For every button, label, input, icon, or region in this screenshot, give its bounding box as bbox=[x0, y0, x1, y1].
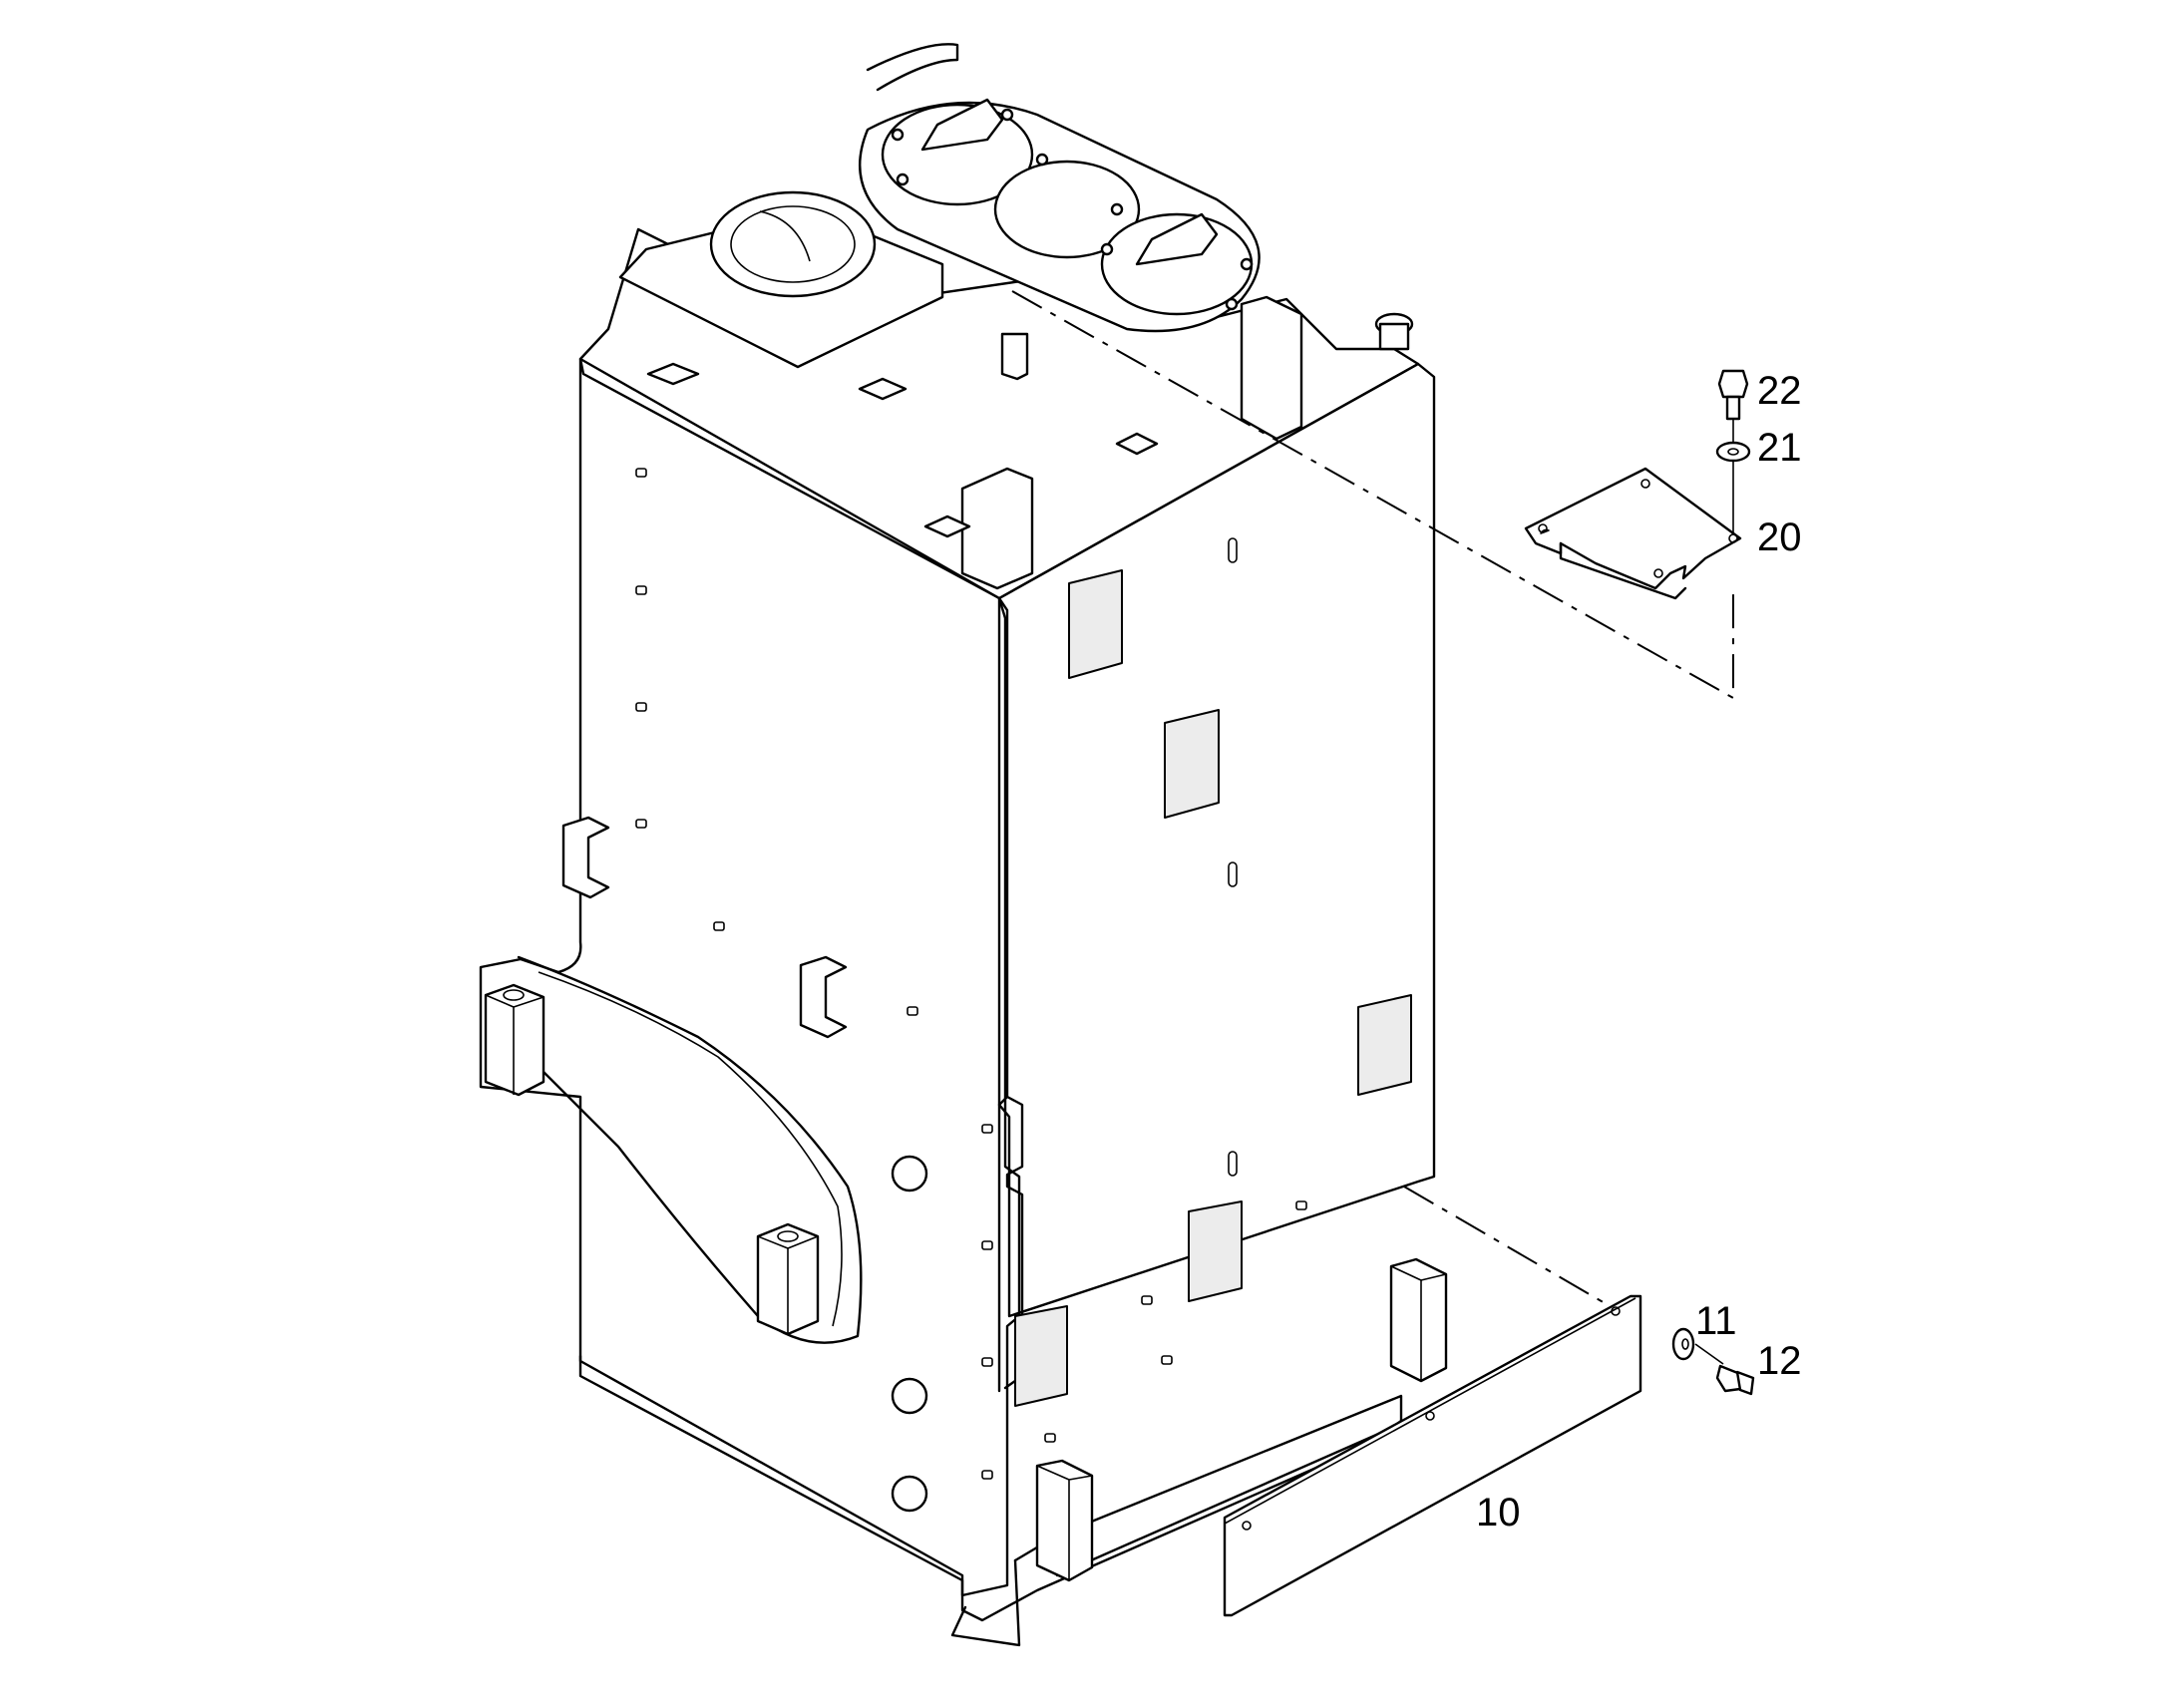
callout-20: 20 bbox=[1757, 515, 1802, 559]
callout-22: 22 bbox=[1757, 369, 1802, 413]
part-20-bracket bbox=[1524, 407, 1742, 600]
callout-10: 10 bbox=[1476, 1491, 1521, 1535]
leader-lines bbox=[1011, 290, 1734, 1315]
drain-plugs bbox=[891, 1155, 928, 1513]
callout-labels: 22 21 20 11 12 10 bbox=[1476, 369, 1802, 1535]
callout-21: 21 bbox=[1757, 426, 1802, 470]
mounting-pads bbox=[1014, 569, 1412, 1407]
part-11-washer bbox=[1671, 1327, 1695, 1361]
callout-12: 12 bbox=[1757, 1339, 1802, 1383]
part-12-bolt bbox=[1694, 1343, 1755, 1396]
tank-assembly bbox=[479, 227, 1448, 1647]
tank-left-face bbox=[479, 357, 1021, 1597]
tank-right-face bbox=[997, 362, 1436, 1318]
part-21-washer bbox=[1715, 441, 1751, 463]
frame-arm bbox=[517, 955, 863, 1344]
tank-base-skid bbox=[578, 1354, 1403, 1622]
filler-cap bbox=[709, 190, 877, 298]
top-covers bbox=[618, 43, 1261, 369]
part-10-plate bbox=[1223, 1294, 1642, 1617]
callout-11: 11 bbox=[1695, 1299, 1737, 1343]
part-22-bolt bbox=[1717, 369, 1749, 421]
studs bbox=[635, 468, 1307, 1480]
